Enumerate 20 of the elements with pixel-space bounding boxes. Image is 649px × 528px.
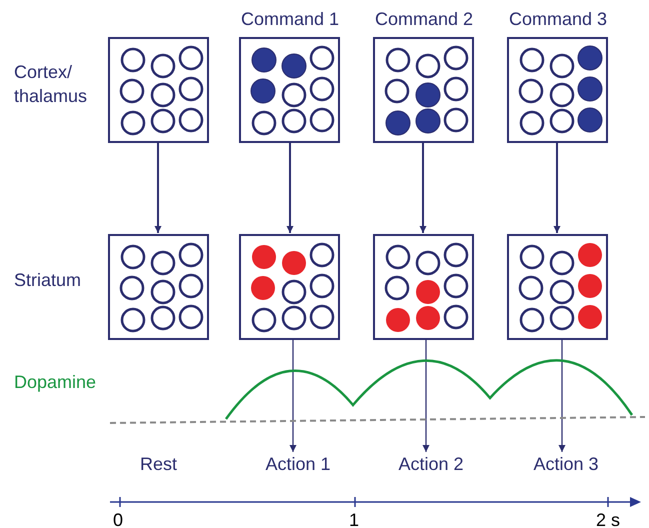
command-heading: Command 2 (374, 9, 474, 30)
region-label: Cortex/ thalamus (14, 61, 88, 108)
tick-label: 2 s (596, 510, 620, 528)
arrow (420, 143, 426, 233)
command-heading: Command 3 (508, 9, 608, 30)
tick-label: 0 (113, 510, 124, 528)
action-label: Action 3 (526, 452, 606, 476)
arrow (422, 340, 430, 452)
arrow (558, 340, 566, 452)
state-label: Rest (140, 454, 178, 475)
arrow (154, 143, 162, 233)
action-label: Action 2 (391, 452, 471, 476)
region-label: Striatum (14, 270, 82, 291)
arrow (290, 340, 296, 452)
arrow (554, 143, 560, 233)
arrow (286, 143, 294, 233)
dopamine-label: Dopamine (14, 372, 96, 393)
tick-label: 1 (349, 510, 360, 528)
command-heading: Command 1 (240, 9, 340, 30)
action-label: Action 1 (258, 452, 338, 476)
